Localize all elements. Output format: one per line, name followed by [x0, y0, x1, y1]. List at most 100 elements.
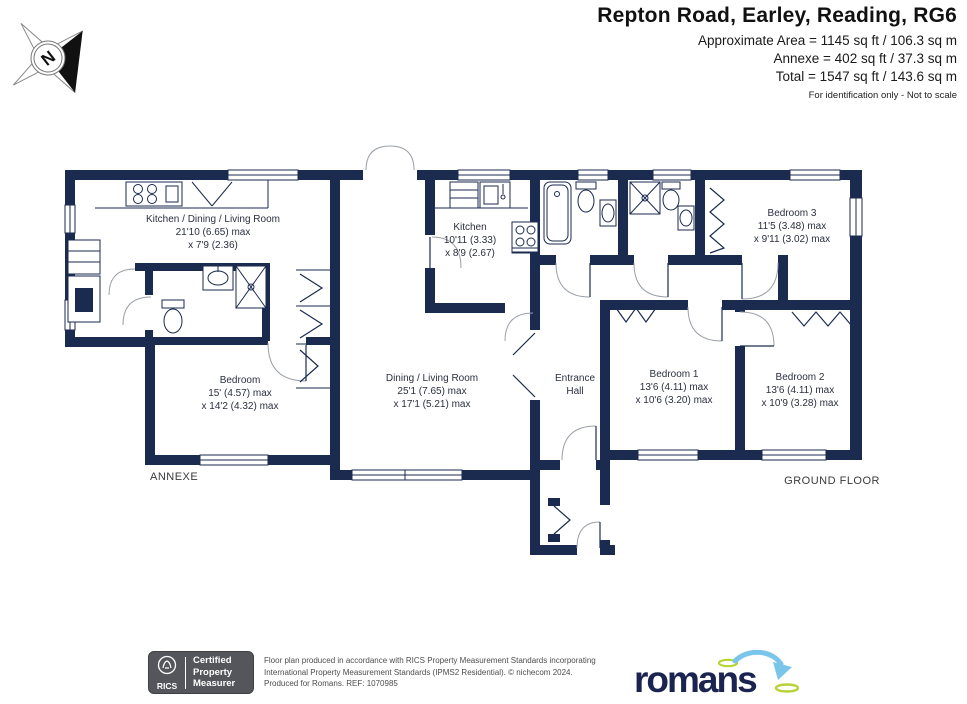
room-label-dining-living: Dining / Living Room [386, 373, 478, 384]
room-dim: 25'1 (7.65) max [397, 386, 466, 397]
door-arc [267, 342, 307, 382]
rics-certified-badge: RICS Certified Property Measurer [148, 651, 254, 694]
room-dim: 13'6 (4.11) max [640, 382, 708, 393]
room-dim: x 8'9 (2.67) [445, 248, 495, 259]
washing-machine [67, 275, 101, 323]
doors [108, 145, 779, 549]
fridge [67, 239, 101, 275]
window [849, 197, 863, 237]
room-dim: x 9'11 (3.02) max [754, 234, 830, 245]
window [64, 204, 76, 234]
wardrobe [299, 273, 324, 303]
french-door-arc [365, 145, 391, 171]
door-arc [633, 262, 669, 298]
rics-wordmark: RICS [156, 680, 178, 691]
door-arc [431, 236, 462, 269]
disclaimer-line: International Property Measurement Stand… [264, 667, 573, 677]
room-label-kitchen: Kitchen [453, 222, 486, 233]
wardrobes [296, 187, 853, 535]
window [199, 454, 269, 466]
hob [125, 181, 183, 207]
kitchen-sink [479, 181, 511, 209]
badge-divider [185, 656, 186, 689]
french-door-arc [389, 145, 415, 171]
room-dim: 15' (4.57) max [208, 388, 272, 399]
room-dim: 13'6 (4.11) max [766, 385, 834, 396]
fixtures [67, 180, 695, 334]
annexe-area: Annexe = 402 sq ft / 37.3 sq m [773, 51, 958, 66]
window [577, 169, 609, 181]
room-label-annexe-bedroom: Bedroom [220, 375, 261, 386]
wardrobe [299, 309, 324, 339]
front-door-arc [576, 521, 601, 549]
swoosh-arrow-icon [732, 650, 784, 667]
room-dim: x 14'2 (4.32) max [202, 401, 279, 412]
room-dim: x 10'9 (3.28) max [762, 398, 839, 409]
hob [511, 221, 539, 254]
door-arc [555, 262, 591, 298]
door-arc [741, 262, 779, 300]
wardrobe [299, 349, 319, 383]
room-label-bedroom3: Bedroom 3 [768, 208, 817, 219]
window [457, 169, 511, 181]
oven [449, 181, 479, 209]
window [761, 449, 827, 461]
room-dim: x 7'9 (2.36) [188, 240, 238, 251]
footer-disclaimer: Floor plan produced in accordance with R… [264, 655, 596, 690]
window [351, 469, 463, 481]
open-door-leaf [512, 374, 536, 398]
door-arc [122, 296, 152, 326]
shower [235, 265, 267, 309]
window [227, 169, 299, 181]
window [637, 449, 699, 461]
wardrobe [615, 306, 657, 324]
door-arc [561, 425, 597, 461]
sink [202, 265, 234, 291]
counter [95, 180, 269, 209]
walls [65, 170, 862, 555]
disclaimer-line: Floor plan produced in accordance with R… [264, 656, 596, 665]
window [652, 169, 692, 181]
wardrobe [709, 187, 726, 254]
sink [677, 205, 695, 231]
window [789, 169, 841, 181]
shower [629, 181, 661, 215]
room-label-bedroom2: Bedroom 2 [776, 372, 825, 383]
scale-disclaimer: For identification only - Not to scale [808, 90, 957, 101]
badge-line: Measurer [193, 678, 236, 690]
room-label-annexe-kitchen: Kitchen / Dining / Living Room [146, 214, 280, 225]
sink [599, 199, 617, 227]
toilet [575, 181, 597, 213]
romans-logo: romans [634, 650, 800, 700]
badge-line: Certified [193, 655, 232, 667]
page-title: Repton Road, Earley, Reading, RG6 [597, 4, 957, 27]
bathtub [543, 181, 572, 245]
room-dim: 21'10 (6.65) max [176, 227, 251, 238]
ground-floor-label: GROUND FLOOR [784, 475, 880, 487]
room-dim: 10'11 (3.33) [444, 235, 496, 246]
romans-wordmark: romans [634, 659, 757, 700]
wardrobe [791, 311, 853, 327]
door-arc [108, 268, 136, 296]
open-door-leaf [512, 332, 536, 356]
room-dim: x 17'1 (5.21) max [394, 399, 471, 410]
disclaimer-line: Produced for Romans. REF: 1070985 [264, 679, 398, 688]
room-label-bedroom1: Bedroom 1 [650, 369, 699, 380]
leaf-ellipse-icon [717, 658, 739, 668]
approximate-area: Approximate Area = 1145 sq ft / 106.3 sq… [697, 33, 957, 48]
compass-north-icon: N [12, 22, 84, 94]
total-area: Total = 1547 sq ft / 143.6 sq m [775, 69, 957, 84]
door-arc [739, 311, 775, 347]
door-arc [687, 306, 723, 342]
room-dim: 11'5 (3.48) max [758, 221, 826, 232]
room-labels: Kitchen / Dining / Living Room 21'10 (6.… [146, 208, 880, 487]
annexe-label: ANNEXE [150, 471, 198, 483]
header: Repton Road, Earley, Reading, RG6 Approx… [597, 4, 957, 101]
rics-lion-icon [157, 655, 177, 674]
leaf-ellipse-icon [774, 683, 800, 693]
folding-door [553, 505, 571, 535]
door-arc [504, 312, 534, 342]
counter-divider [191, 181, 233, 207]
